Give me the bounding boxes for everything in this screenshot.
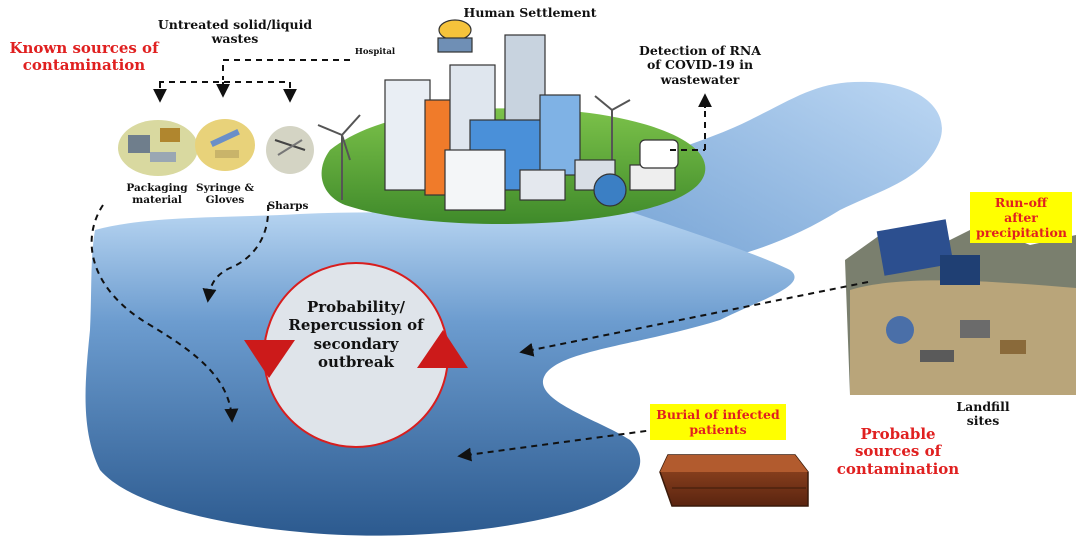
sharps-label: Sharps xyxy=(267,200,309,212)
city-buildings xyxy=(384,19,679,211)
hospital-label: Hospital xyxy=(354,47,396,57)
human-settlement-label: Human Settlement xyxy=(463,5,597,20)
syringe-gloves-waste-pile xyxy=(195,119,255,171)
cycle-label: Probability/ Repercussion of secondary o… xyxy=(288,298,424,371)
coffin-illustration xyxy=(659,454,809,507)
packaging-waste-pile xyxy=(118,120,198,176)
burial-label: Burial of infected patients xyxy=(650,404,786,440)
runoff-label: Run-off after precipitation xyxy=(970,192,1072,243)
cycle-arrow-left-icon xyxy=(244,340,295,378)
cycle-arrow-right-icon xyxy=(417,330,468,368)
probable-sources-label: Probable sources of contamination xyxy=(836,425,960,478)
landfill-label: Landfill sites xyxy=(956,399,1010,429)
landfill-illustration xyxy=(845,219,1076,395)
sharps-waste-pile xyxy=(266,126,314,174)
packaging-label: Packaging material xyxy=(126,182,188,207)
untreated-wastes-label: Untreated solid/liquid wastes xyxy=(157,17,313,47)
known-sources-label: Known sources of contamination xyxy=(9,39,159,75)
syringe-gloves-label: Syringe & Gloves xyxy=(196,182,254,207)
wind-turbine-left xyxy=(317,114,361,200)
connector-lines xyxy=(90,59,869,462)
wind-turbine-right xyxy=(594,95,631,160)
detection-rna-label: Detection of RNA of COVID-19 in wastewat… xyxy=(638,43,761,87)
